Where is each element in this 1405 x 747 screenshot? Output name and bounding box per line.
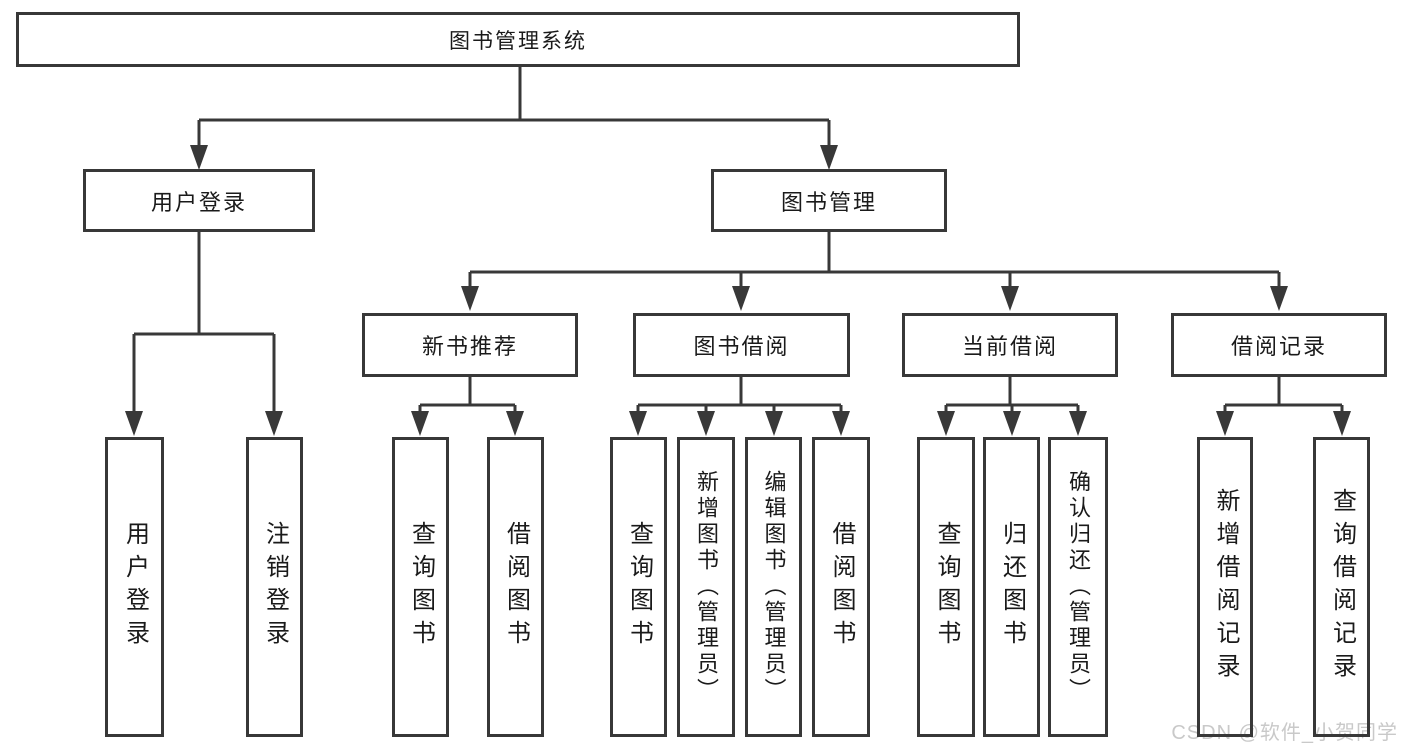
leaf-records-query-record: 查询借阅记录 — [1313, 437, 1370, 737]
leaf-records-add-record: 新增借阅记录 — [1197, 437, 1253, 737]
node-borrow-records: 借阅记录 — [1171, 313, 1387, 377]
leaf-borrow-query-books-label: 查询图书 — [625, 521, 653, 653]
leaf-recommend-borrow-books: 借阅图书 — [487, 437, 544, 737]
node-user-login-label: 用户登录 — [150, 189, 247, 215]
node-book-borrow: 图书借阅 — [633, 313, 850, 377]
leaf-borrow-add-books-admin-label: 新增图书（管理员） — [694, 470, 719, 704]
node-current-borrow: 当前借阅 — [902, 313, 1118, 377]
node-user-login: 用户登录 — [83, 169, 315, 232]
leaf-borrow-borrow-books: 借阅图书 — [812, 437, 870, 737]
leaf-borrow-borrow-books-label: 借阅图书 — [828, 521, 855, 653]
node-root: 图书管理系统 — [16, 12, 1020, 67]
leaf-records-add-record-label: 新增借阅记录 — [1212, 488, 1239, 686]
leaf-borrow-add-books-admin: 新增图书（管理员） — [677, 437, 735, 737]
leaf-current-confirm-return-admin-label: 确认归还（管理员） — [1066, 470, 1091, 704]
node-new-book-recommend-label: 新书推荐 — [421, 334, 518, 359]
node-root-label: 图书管理系统 — [449, 29, 587, 53]
leaf-current-return-books-label: 归还图书 — [998, 521, 1026, 653]
leaf-borrow-edit-books-admin-label: 编辑图书（管理员） — [761, 470, 787, 704]
node-borrow-records-label: 借阅记录 — [1230, 334, 1327, 359]
leaf-logout-label: 注销登录 — [261, 521, 289, 653]
leaf-recommend-borrow-books-label: 借阅图书 — [502, 521, 530, 653]
node-book-manage: 图书管理 — [711, 169, 947, 232]
leaf-recommend-query-books: 查询图书 — [392, 437, 449, 737]
leaf-current-query-books-label: 查询图书 — [933, 521, 960, 653]
leaf-borrow-query-books: 查询图书 — [610, 437, 667, 737]
leaf-user-login-label: 用户登录 — [121, 521, 149, 653]
leaf-recommend-query-books-label: 查询图书 — [407, 521, 435, 653]
leaf-borrow-edit-books-admin: 编辑图书（管理员） — [745, 437, 802, 737]
node-book-borrow-label: 图书借阅 — [693, 334, 790, 359]
node-book-manage-label: 图书管理 — [780, 189, 877, 215]
leaf-current-query-books: 查询图书 — [917, 437, 975, 737]
leaf-current-return-books: 归还图书 — [983, 437, 1040, 737]
leaf-current-confirm-return-admin: 确认归还（管理员） — [1048, 437, 1108, 737]
watermark: CSDN @软件_小贺同学 — [1171, 722, 1398, 744]
leaf-user-login: 用户登录 — [105, 437, 164, 737]
node-current-borrow-label: 当前借阅 — [961, 334, 1058, 359]
node-new-book-recommend: 新书推荐 — [362, 313, 578, 377]
leaf-logout: 注销登录 — [246, 437, 303, 737]
leaf-records-query-record-label: 查询借阅记录 — [1328, 488, 1356, 686]
